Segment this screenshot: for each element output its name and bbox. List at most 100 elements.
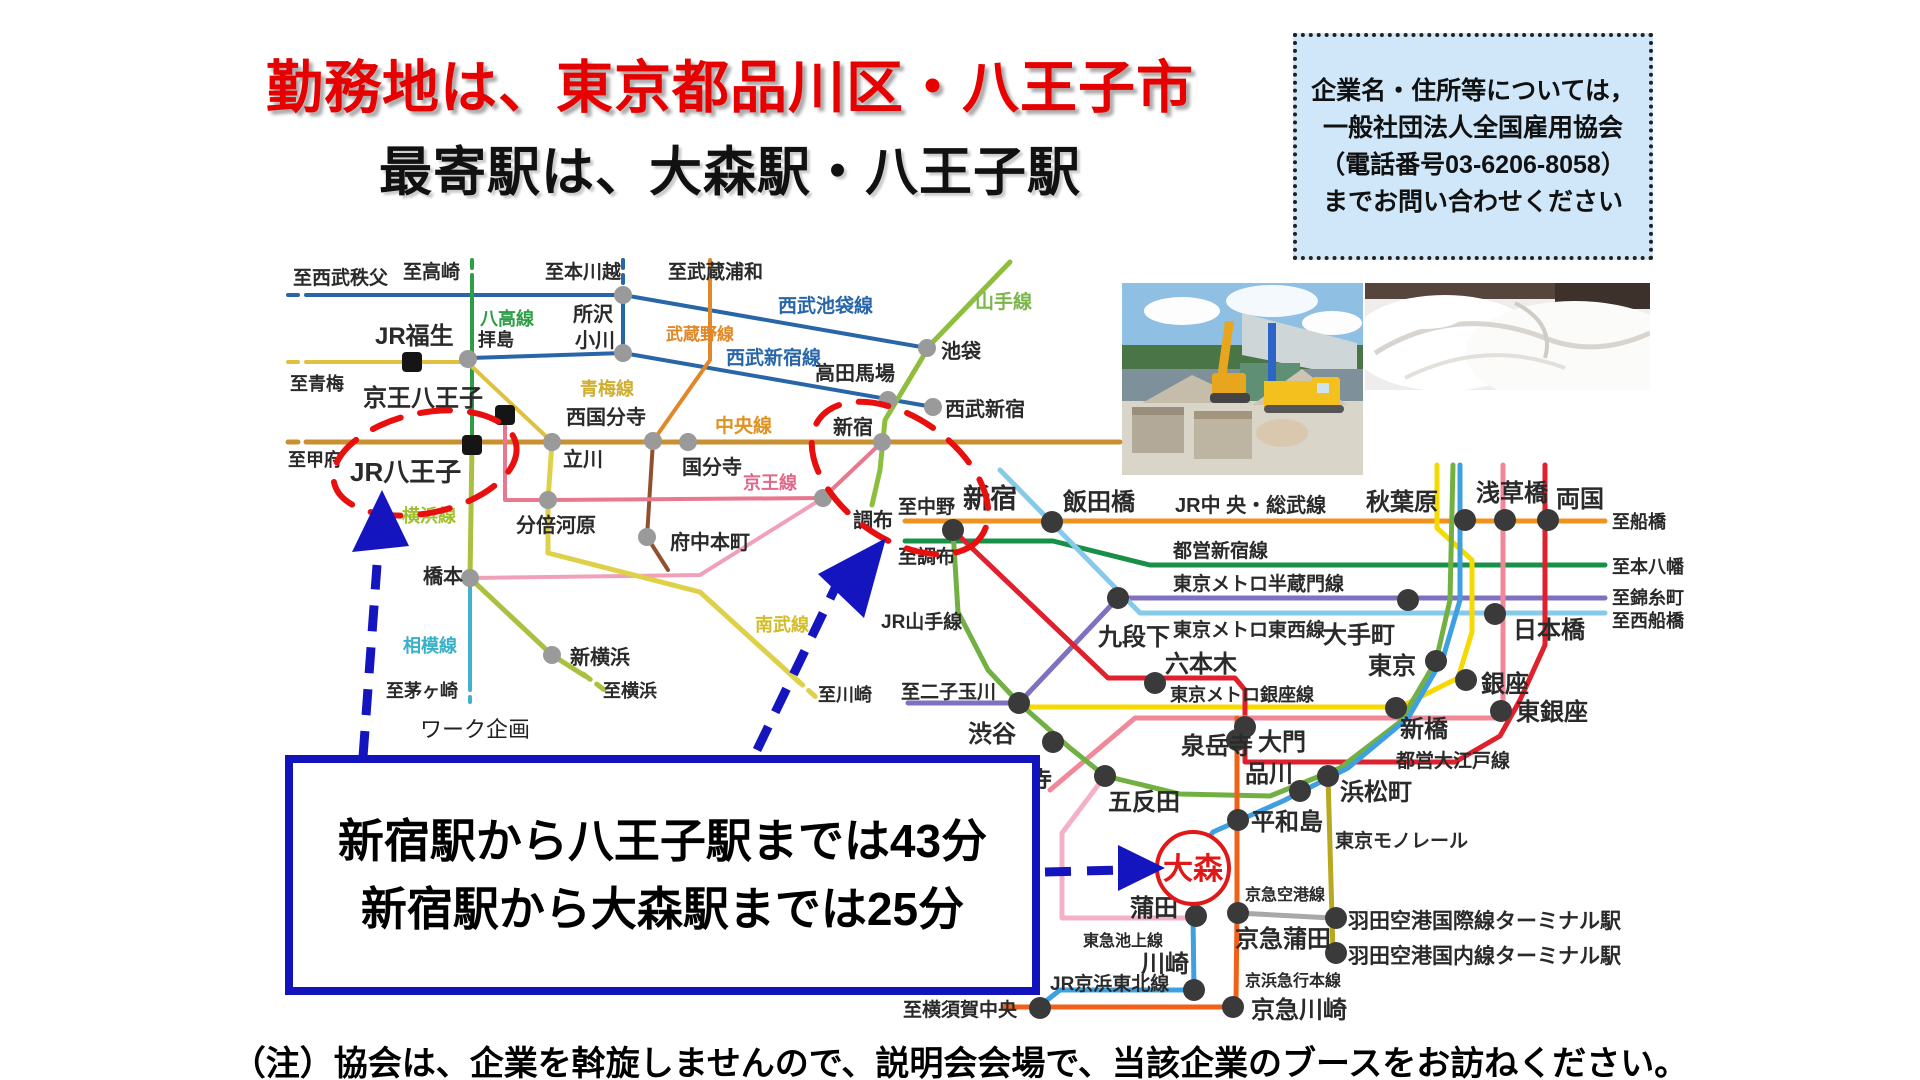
station-label: 至横須賀中央	[903, 998, 1018, 1021]
station-label: 新橋	[1400, 715, 1449, 743]
station-dot	[1397, 589, 1419, 611]
station-dot	[1107, 587, 1129, 609]
station-label: 九段下	[1097, 623, 1170, 651]
travel-time-box: 新宿駅から八王子駅までは43分 新宿駅から大森駅までは25分	[285, 755, 1040, 995]
station-label: 六本木	[1165, 651, 1238, 678]
station-label: 西武新宿線	[726, 346, 821, 369]
station-label: 調布	[853, 508, 893, 532]
station-label: 京急空港線	[1245, 885, 1325, 904]
station-label: 八高線	[480, 308, 534, 329]
rail-line-nambu	[545, 439, 803, 686]
station-label: 小川	[575, 329, 615, 352]
arrow-to-hachioji-head	[352, 490, 409, 552]
station-dot	[644, 432, 662, 450]
station-label: 相模線	[403, 635, 457, 656]
rail-line-hanzomon	[905, 595, 1608, 706]
rail-line-nambu-stub	[793, 676, 821, 702]
contact-info-line: （電話番号03-6206-8058）	[1320, 150, 1626, 179]
station-label: 中央線	[715, 414, 772, 437]
contact-info-line: までお問い合わせください	[1322, 187, 1623, 216]
station-label: 銀座	[1481, 670, 1529, 698]
station-dot	[459, 350, 477, 368]
station-dot	[1227, 902, 1249, 924]
station-label: 西武新宿	[945, 397, 1025, 421]
footnote: （注）協会は、企業を斡旋しませんので、説明会会場で、当該企業のブースをお訪ねくだ…	[231, 1045, 1689, 1080]
station-dot	[1029, 997, 1051, 1019]
station-label: 至錦糸町	[1612, 587, 1684, 608]
page-title: 勤務地は、東京都品川区・八王子市 最寄駅は、大森駅・八王子駅	[250, 42, 1210, 206]
station-label: 品川	[1245, 761, 1293, 788]
station-label: 至甲府	[288, 449, 342, 470]
station-dot	[1008, 692, 1030, 714]
station-label: JR京浜東北線	[1050, 972, 1169, 995]
contact-info-line: 企業名・住所等については，	[1311, 76, 1635, 105]
rail-line-yamanote-west	[869, 259, 1013, 508]
station-label: 府中本町	[670, 530, 750, 554]
station-label: 橋本	[423, 564, 463, 588]
station-dot	[1385, 697, 1407, 719]
station-label: 至西武秩父	[293, 267, 389, 289]
station-dot	[1226, 729, 1248, 751]
station-label: 至高崎	[403, 260, 460, 283]
station-dot	[1144, 672, 1166, 694]
station-dot	[614, 286, 632, 304]
station-label: 南武線	[755, 614, 809, 635]
station-dot	[1455, 669, 1477, 691]
title-line1: 勤務地は、東京都品川区・八王子市	[266, 56, 1194, 120]
rail-line-keio-sagamihara	[468, 496, 825, 580]
station-label: 武蔵野線	[666, 324, 734, 344]
station-dot	[1425, 650, 1447, 672]
station-dot	[1042, 731, 1064, 753]
station-label: 立川	[563, 447, 603, 471]
station-dot	[543, 646, 561, 664]
station-label: 羽田空港国際線ターミナル駅	[1348, 909, 1622, 933]
station-dot	[1454, 509, 1476, 531]
station-label: 所沢	[573, 303, 614, 326]
station-label: 至武蔵浦和	[668, 260, 763, 283]
station-label: JR八王子	[350, 457, 461, 487]
omori-station-label: 大森	[1163, 853, 1224, 886]
station-label: 新横浜	[570, 645, 630, 669]
arrow-to-omori-shaft	[1044, 865, 1123, 877]
station-label: 至本八幡	[1612, 556, 1684, 577]
station-label: 国分寺	[682, 455, 742, 479]
station-dot	[1325, 942, 1347, 964]
station-label: JR中 央・総武線	[1175, 493, 1326, 517]
station-dot	[1185, 905, 1207, 927]
station-dot	[1317, 765, 1339, 787]
station-label: 大手町	[1323, 621, 1395, 649]
station-label: 両国	[1556, 486, 1604, 513]
travel-time-line1: 新宿駅から八王子駅までは43分	[337, 815, 988, 867]
station-label: 平和島	[1251, 808, 1323, 836]
station-label: 羽田空港国内線ターミナル駅	[1348, 944, 1622, 968]
station-dot	[679, 433, 697, 451]
station-dot	[918, 339, 936, 357]
station-dot	[1183, 979, 1205, 1001]
station-label: 大門	[1258, 729, 1306, 756]
station-dot	[543, 433, 561, 451]
station-dot	[1289, 780, 1311, 802]
title-line2: 最寄駅は、大森駅・八王子駅	[379, 143, 1081, 202]
station-dot	[942, 519, 964, 541]
station-dot	[1094, 765, 1116, 787]
station-label: 東京	[1368, 652, 1416, 680]
station-dot	[1484, 603, 1506, 625]
travel-time-line2: 新宿駅から大森駅までは25分	[360, 883, 965, 935]
station-dot	[1222, 996, 1244, 1018]
station-dot	[1041, 511, 1063, 533]
station-label: 蒲田	[1130, 895, 1178, 922]
station-label: 都営新宿線	[1172, 539, 1268, 562]
station-label: 浅草橋	[1476, 480, 1549, 507]
station-dot	[924, 398, 942, 416]
contact-info-box: 企業名・住所等については， 一般社団法人全国雇用協会 （電話番号03-6206-…	[1293, 33, 1653, 260]
arrow-to-hachioji-shaft	[358, 564, 382, 758]
station-dot	[1227, 809, 1249, 831]
station-dot	[1325, 907, 1347, 929]
arrow-to-shinjuku-head	[818, 538, 886, 618]
station-label: 東京メトロ東西線	[1173, 618, 1325, 641]
station-label: 日本橋	[1513, 617, 1586, 644]
station-label: 東京メトロ半蔵門線	[1173, 572, 1344, 595]
station-label: 秋葉原	[1366, 489, 1438, 516]
station-label: JR福生	[375, 323, 454, 350]
